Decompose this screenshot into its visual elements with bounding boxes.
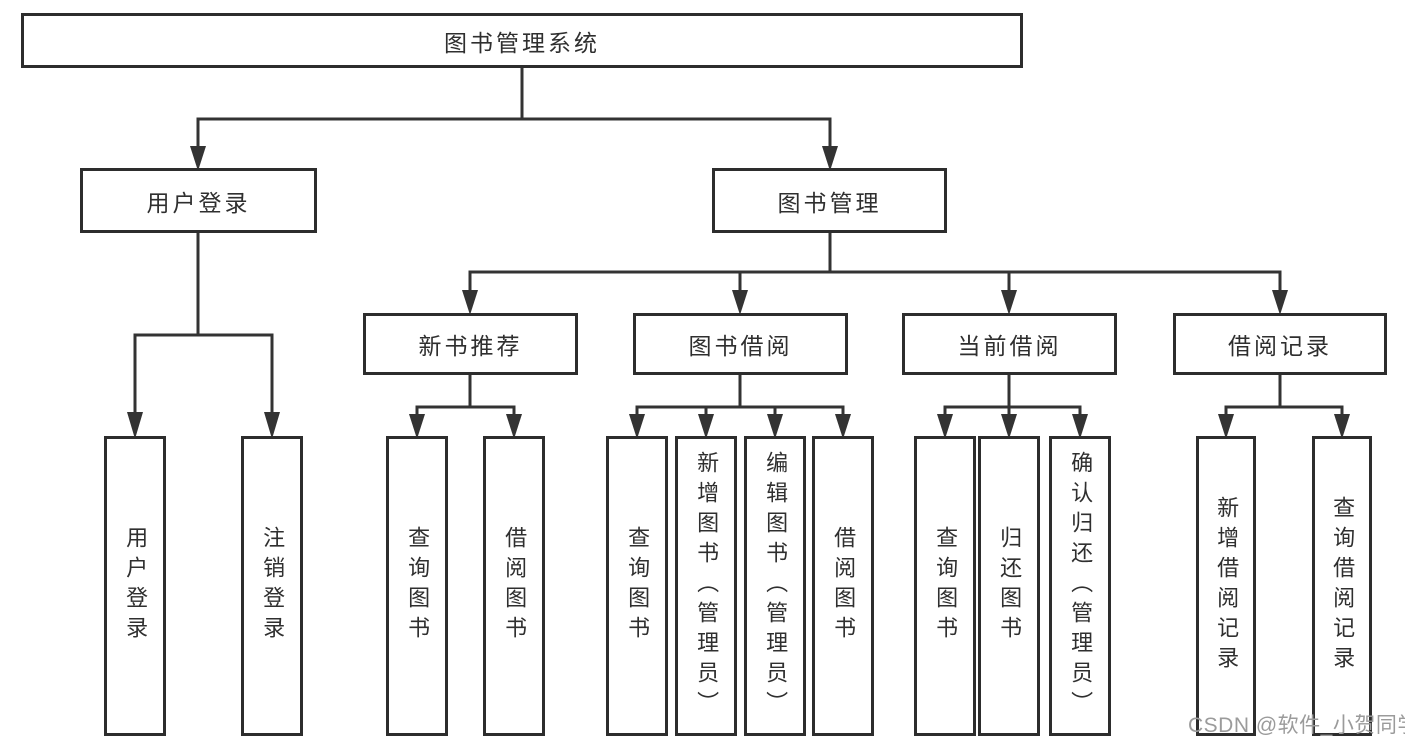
leaf-records-add-borrow-record: 新增借阅记录 (1196, 436, 1256, 736)
node-label: 用户登录 (123, 526, 149, 646)
leaf-records-query-borrow-record: 查询借阅记录 (1312, 436, 1372, 736)
node-label: 图书管理系统 (444, 29, 600, 56)
leaf-user-login: 用户登录 (104, 436, 166, 736)
node-label: 新书推荐 (418, 333, 523, 359)
leaf-recommend-query-books: 查询图书 (386, 436, 448, 736)
node-label: 新增图书（管理员） (694, 451, 720, 721)
node-label: 查询图书 (405, 526, 431, 646)
node-label: 归还图书 (997, 526, 1023, 646)
leaf-borrowing-query-books: 查询图书 (606, 436, 668, 736)
node-label: 图书借阅 (688, 333, 793, 359)
node-user-login: 用户登录 (80, 168, 317, 233)
node-label: 注销登录 (260, 526, 286, 646)
node-library-management-system: 图书管理系统 (21, 13, 1023, 68)
node-label: 查询图书 (625, 526, 651, 646)
node-label: 用户登录 (146, 189, 251, 216)
leaf-recommend-borrow-books: 借阅图书 (483, 436, 545, 736)
node-book-borrowing: 图书借阅 (633, 313, 848, 375)
node-label: 借阅图书 (831, 526, 857, 646)
node-book-management: 图书管理 (712, 168, 947, 233)
node-label: 图书管理 (777, 189, 882, 216)
node-label: 新增借阅记录 (1214, 496, 1240, 676)
node-label: 借阅图书 (502, 526, 528, 646)
node-label: 查询图书 (933, 526, 959, 646)
leaf-current-confirm-return-admin: 确认归还（管理员） (1049, 436, 1111, 736)
node-label: 查询借阅记录 (1330, 496, 1356, 676)
arrowheads (127, 146, 1350, 439)
leaf-borrowing-edit-books-admin: 编辑图书（管理员） (744, 436, 806, 736)
csdn-watermark: CSDN @软件_小贺同学 (1188, 714, 1405, 737)
node-label: 编辑图书（管理员） (763, 451, 789, 721)
leaf-current-query-books: 查询图书 (914, 436, 976, 736)
leaf-logout: 注销登录 (241, 436, 303, 736)
leaf-borrowing-add-books-admin: 新增图书（管理员） (675, 436, 737, 736)
node-label: 当前借阅 (957, 333, 1062, 359)
node-borrowing-records: 借阅记录 (1173, 313, 1387, 375)
node-current-borrowing: 当前借阅 (902, 313, 1117, 375)
node-new-book-recommendation: 新书推荐 (363, 313, 578, 375)
node-label: 借阅记录 (1228, 333, 1332, 359)
node-label: 确认归还（管理员） (1068, 451, 1094, 721)
leaf-borrowing-borrow-books: 借阅图书 (812, 436, 874, 736)
leaf-current-return-books: 归还图书 (978, 436, 1040, 736)
